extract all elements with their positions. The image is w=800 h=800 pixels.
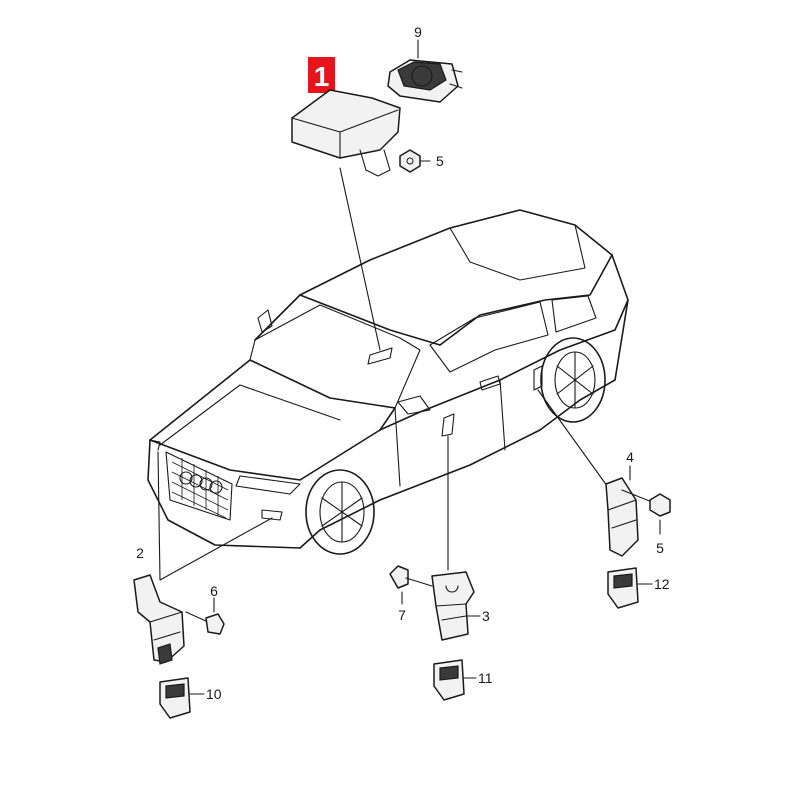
connector-icon[interactable] — [159, 677, 191, 719]
callout-10: 10 — [206, 686, 222, 702]
callout-12: 12 — [654, 576, 670, 592]
airbag-control-unit-icon[interactable] — [291, 89, 401, 177]
callout-5-top: 5 — [436, 153, 444, 169]
part-1-highlight-badge[interactable]: 1 — [308, 57, 335, 93]
callout-2: 2 — [136, 545, 144, 561]
highlight-label: 1 — [314, 61, 330, 92]
rear-sensor-mark — [533, 365, 543, 391]
mount-location-mark — [367, 347, 393, 365]
leader-2 — [157, 451, 273, 581]
callout-9: 9 — [414, 24, 422, 40]
door-sensor-mark — [441, 413, 455, 437]
connector-11-icon[interactable] — [433, 659, 465, 701]
crash-sensor-icon[interactable] — [133, 574, 185, 665]
bolt-7-icon[interactable] — [389, 565, 433, 589]
callout-3: 3 — [482, 608, 490, 624]
callout-6: 6 — [210, 583, 218, 599]
connector-12-icon[interactable] — [607, 567, 639, 609]
callout-11: 11 — [478, 670, 493, 686]
part-9-sensor-icon[interactable] — [387, 59, 463, 103]
callout-4: 4 — [626, 449, 634, 465]
callout-5-lower: 5 — [656, 540, 664, 556]
car-body-icon — [147, 209, 629, 555]
door-crash-sensor-icon[interactable] — [431, 571, 475, 641]
nut-5-lower-icon[interactable] — [621, 489, 671, 517]
audi-rings-icon — [179, 471, 223, 494]
leader-1-mount — [339, 167, 381, 351]
leader-4-mount — [537, 389, 611, 491]
side-crash-sensor-icon[interactable] — [605, 477, 639, 557]
highlight-box — [308, 57, 335, 93]
nut-icon[interactable] — [399, 149, 421, 173]
bolt-icon[interactable] — [185, 611, 225, 635]
callout-7: 7 — [398, 607, 406, 623]
